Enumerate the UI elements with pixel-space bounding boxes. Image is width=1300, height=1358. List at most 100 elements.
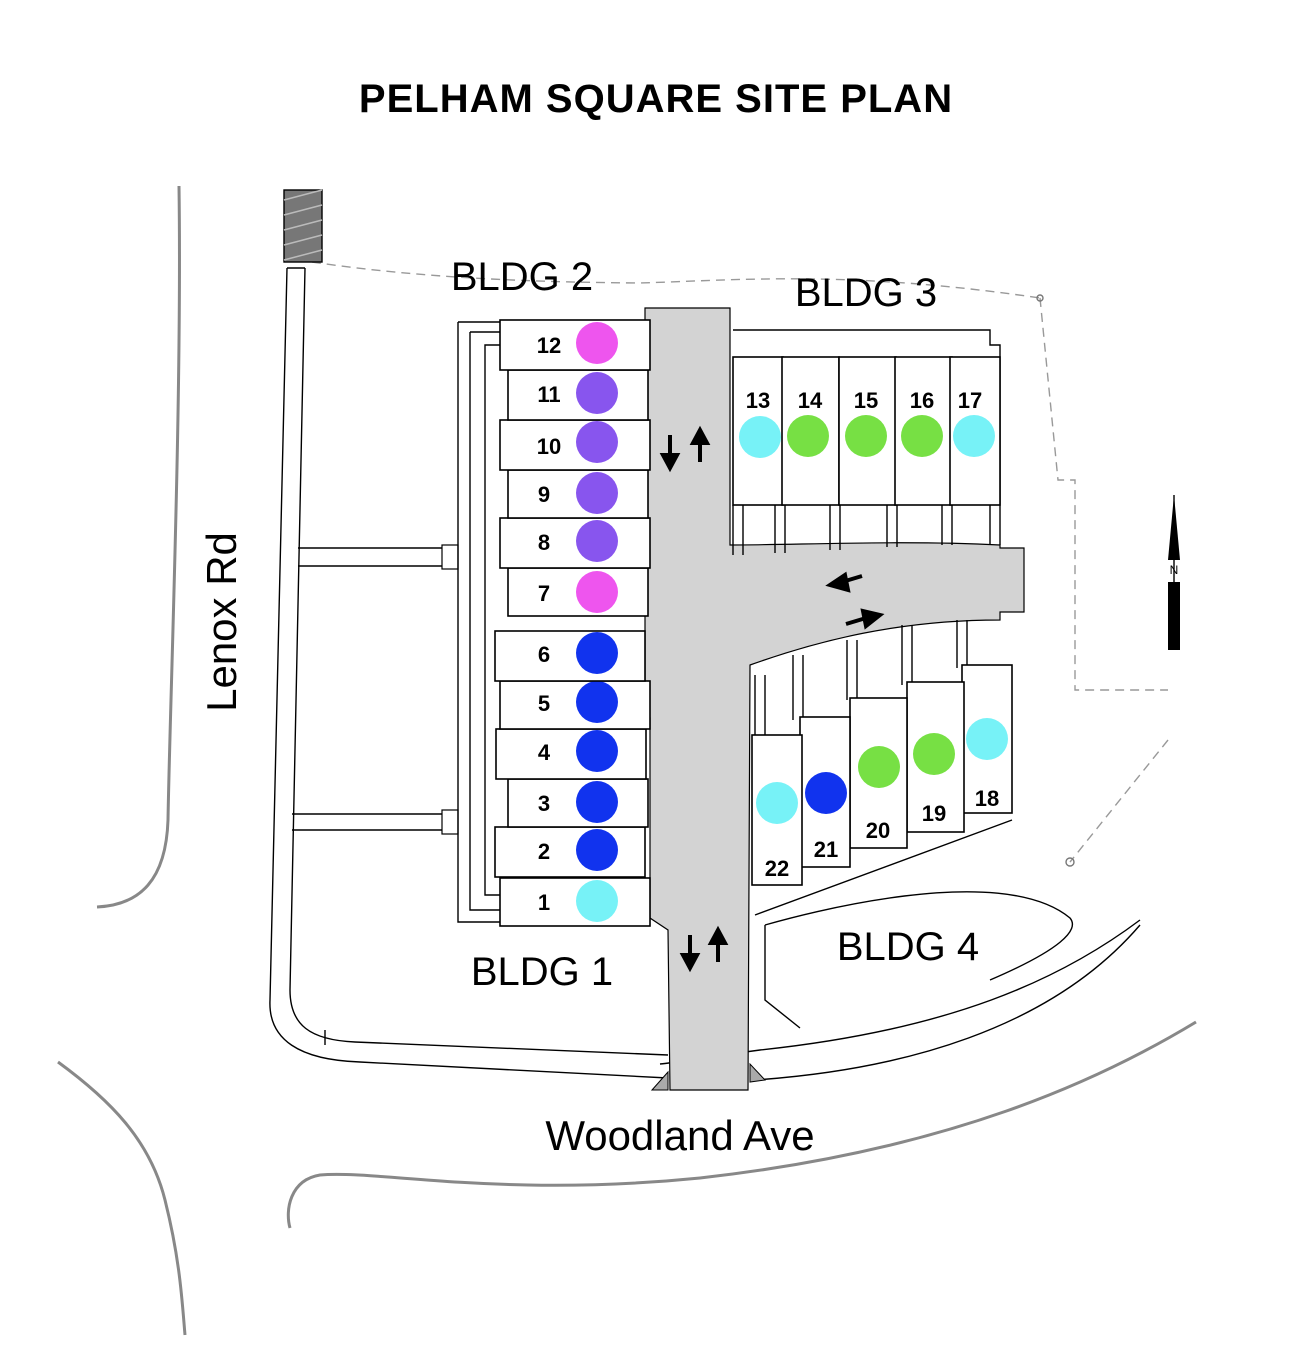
unit-status-dot [576,781,618,823]
unit-status-dot [858,746,900,788]
unit-number: 17 [958,388,982,413]
perimeter-path [269,267,669,1079]
unit-status-dot [739,416,781,458]
arrow-up-icon [707,925,729,962]
unit-status-dot [576,632,618,674]
unit-box [499,319,651,371]
driveway [644,307,1025,1091]
unit-number: 2 [538,839,550,864]
unit-box [507,567,649,617]
building-label-1: BLDG 1 [471,950,613,994]
unit-22: 22 [751,734,803,886]
building-label-2: BLDG 2 [451,255,593,299]
bldg-1-2-rear-walk [457,321,500,923]
unit-status-dot [576,730,618,772]
unit-number: 4 [538,740,551,765]
unit-number: 10 [537,434,561,459]
unit-number: 1 [538,890,550,915]
unit-number: 9 [538,482,550,507]
unit-4: 4 [495,728,647,780]
north-arrow-icon: N [1168,495,1180,650]
unit-status-dot [576,421,618,463]
unit-box [499,680,651,730]
unit-number: 3 [538,791,550,816]
unit-box [499,517,651,569]
unit-16: 16 [894,356,953,506]
unit-number: 7 [538,581,550,606]
unit-status-dot [576,829,618,871]
street-label-woodland-ave: Woodland Ave [545,1112,814,1159]
street-label-lenox-rd: Lenox Rd [198,532,245,712]
bldg-3-parking [732,505,1001,555]
arrow-up-icon [689,425,711,462]
unit-6: 6 [494,630,646,682]
unit-status-dot [576,880,618,922]
unit-status-dot [756,782,798,824]
unit-box [495,728,647,780]
property-boundary [311,261,1169,867]
hatched-area [283,189,323,263]
unit-number: 19 [922,801,946,826]
unit-10: 10 [499,419,651,471]
unit-7: 7 [507,567,649,617]
unit-number: 22 [765,856,789,881]
unit-status-dot [805,772,847,814]
unit-box [494,630,646,682]
unit-20: 20 [849,697,908,849]
unit-number: 16 [910,388,934,413]
building-label-4: BLDG 4 [837,925,979,969]
unit-number: 12 [537,333,561,358]
unit-18: 18 [961,664,1013,814]
unit-status-dot [787,415,829,457]
unit-number: 20 [866,818,890,843]
street-curbs [57,185,1197,1336]
unit-number: 13 [746,388,770,413]
unit-status-dot [576,472,618,514]
unit-status-dot [576,520,618,562]
unit-box [499,419,651,471]
unit-number: 15 [854,388,878,413]
unit-17: 17 [949,356,1001,506]
unit-box [494,826,646,878]
unit-14: 14 [781,356,840,506]
unit-3: 3 [507,778,649,828]
unit-11: 11 [507,369,649,421]
unit-number: 18 [975,786,999,811]
unit-number: 8 [538,530,550,555]
unit-status-dot [576,681,618,723]
unit-8: 8 [499,517,651,569]
unit-number: 11 [537,382,560,407]
unit-5: 5 [499,680,651,730]
arrow-left-icon [825,571,863,593]
building-label-3: BLDG 3 [795,271,937,315]
unit-status-dot [576,372,618,414]
unit-15: 15 [838,356,897,506]
unit-box [499,877,651,927]
unit-1: 1 [499,877,651,927]
unit-number: 6 [538,642,550,667]
unit-number: 21 [814,837,838,862]
unit-19: 19 [906,681,965,833]
unit-status-dot [913,733,955,775]
arrow-right-icon [845,608,885,630]
unit-12: 12 [499,319,651,371]
unit-status-dot [576,322,618,364]
arrow-down-icon [659,435,681,473]
unit-13: 13 [732,356,784,506]
unit-status-dot [953,415,995,457]
unit-9: 9 [507,469,649,519]
unit-status-dot [576,571,618,613]
north-label: N [1170,563,1179,577]
unit-status-dot [966,718,1008,760]
bldg-4-parking [754,620,1074,1029]
unit-2: 2 [494,826,646,878]
arrow-down-icon [679,935,701,973]
traffic-arrows [659,425,885,973]
unit-number: 14 [798,388,823,413]
entrance-markers [650,1062,767,1091]
unit-status-dot [901,415,943,457]
unit-21: 21 [799,716,851,868]
page-title: PELHAM SQUARE SITE PLAN [359,77,953,121]
